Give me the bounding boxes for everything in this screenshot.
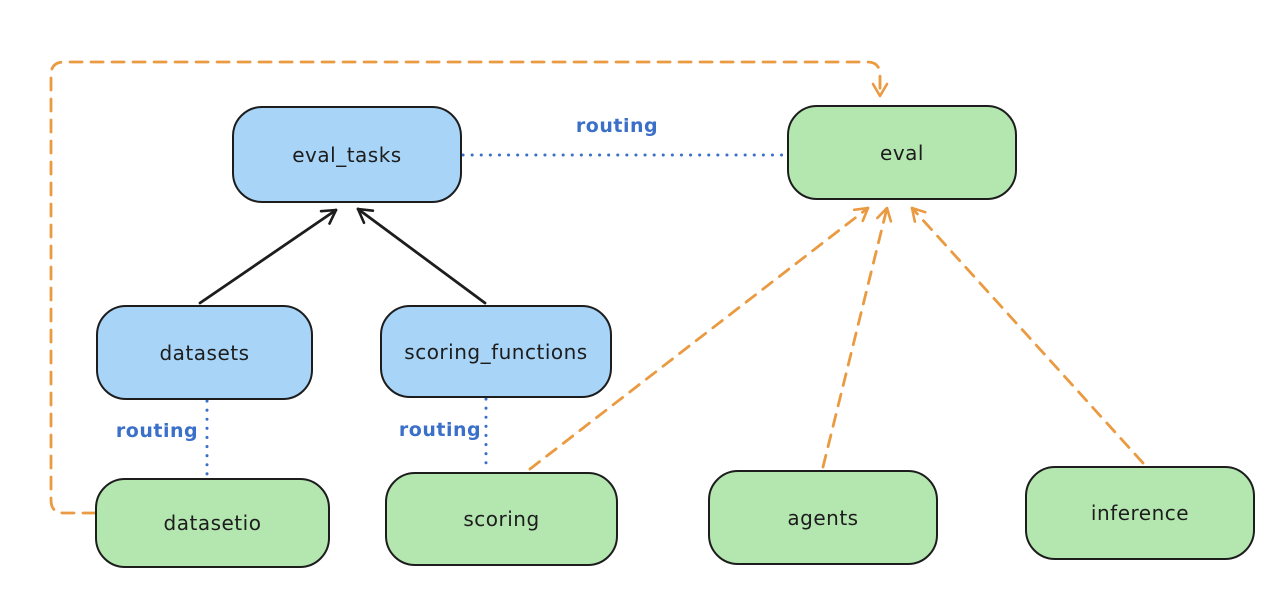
node-scoring-functions: scoring_functions xyxy=(380,305,612,398)
node-eval: eval xyxy=(787,105,1017,200)
node-eval-label: eval xyxy=(880,140,924,165)
node-scoring-functions-label: scoring_functions xyxy=(404,339,588,364)
node-inference-label: inference xyxy=(1090,501,1190,525)
node-agents: agents xyxy=(708,470,938,565)
node-datasets-label: datasets xyxy=(159,340,250,365)
edge-label-routing-scoring: routing xyxy=(398,419,482,441)
edge-datasets-to-eval-tasks xyxy=(198,208,338,305)
node-datasets: datasets xyxy=(96,305,313,400)
edge-agents-to-eval xyxy=(821,206,893,469)
edge-datasetio-to-eval xyxy=(49,60,889,515)
edge-label-routing-eval: routing xyxy=(575,115,659,137)
node-eval-tasks-label: eval_tasks xyxy=(292,142,402,167)
node-scoring-label: scoring xyxy=(463,507,540,531)
node-agents-label: agents xyxy=(787,505,859,530)
edge-label-routing-datasetio: routing xyxy=(115,420,199,442)
node-datasetio-label: datasetio xyxy=(163,511,262,535)
node-scoring: scoring xyxy=(385,472,618,566)
edge-scoring-functions-to-eval-tasks xyxy=(356,207,487,305)
node-eval-tasks: eval_tasks xyxy=(232,106,462,203)
edge-scoring-to-eval xyxy=(528,206,870,471)
node-datasetio: datasetio xyxy=(95,478,330,568)
node-inference: inference xyxy=(1025,466,1255,560)
edge-inference-to-eval xyxy=(910,206,1145,465)
